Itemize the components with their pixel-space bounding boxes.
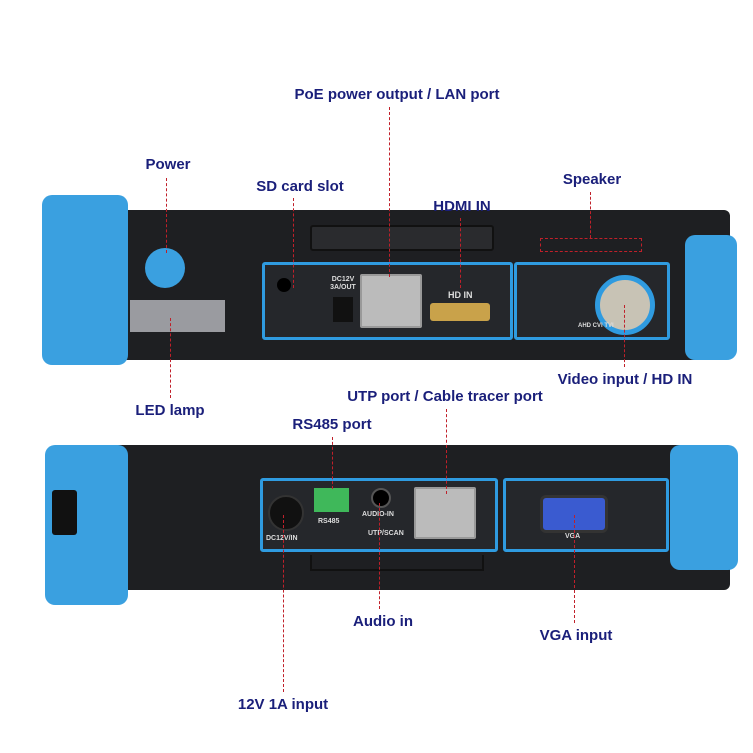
label-vga: VGA input [539,627,613,644]
power-button[interactable] [145,248,185,288]
lan-port[interactable] [360,274,422,328]
hdmi-port[interactable] [430,303,490,321]
bottom-handle [310,555,484,571]
label-rs485: RS485 port [292,416,372,433]
top-handle [310,225,494,251]
utp-scan-text: UTP/SCAN [368,530,404,537]
hd-in-text: HD IN [448,290,473,300]
side-button[interactable] [52,490,77,535]
label-hdmi: HDMI IN [433,198,491,215]
label-utp: UTP port / Cable tracer port [347,388,543,405]
label-power: Power [145,156,191,173]
label-sd-card: SD card slot [256,178,344,195]
audio-in-jack[interactable] [371,488,391,508]
bnc-text: AHD CVI TVI [578,323,614,329]
dc-in-jack[interactable] [268,495,304,531]
right-bumper-bottom [670,445,738,570]
sd-card-slot[interactable] [277,278,291,292]
rs485-terminal[interactable] [314,488,349,512]
label-dc-in: 12V 1A input [237,696,329,713]
right-bumper [685,235,737,360]
audio-in-text: AUDIO-IN [362,511,394,518]
label-video: Video input / HD IN [557,371,693,388]
left-bumper [42,195,128,365]
bnc-connector[interactable] [595,275,655,335]
led-lamp [130,300,225,332]
rs485-text: RS485 [318,518,340,525]
utp-port[interactable] [414,487,476,539]
label-led: LED lamp [135,402,205,419]
label-poe-lan: PoE power output / LAN port [294,86,500,103]
dc-in-text: DC12V/IN [266,535,298,542]
dc-out-text: DC12V 3A/OUT [330,276,356,291]
dc-out-jack[interactable] [333,297,353,322]
label-audio: Audio in [353,613,413,630]
vga-text: VGA [565,533,581,540]
label-speaker: Speaker [562,171,622,188]
speaker-grille [540,238,642,252]
